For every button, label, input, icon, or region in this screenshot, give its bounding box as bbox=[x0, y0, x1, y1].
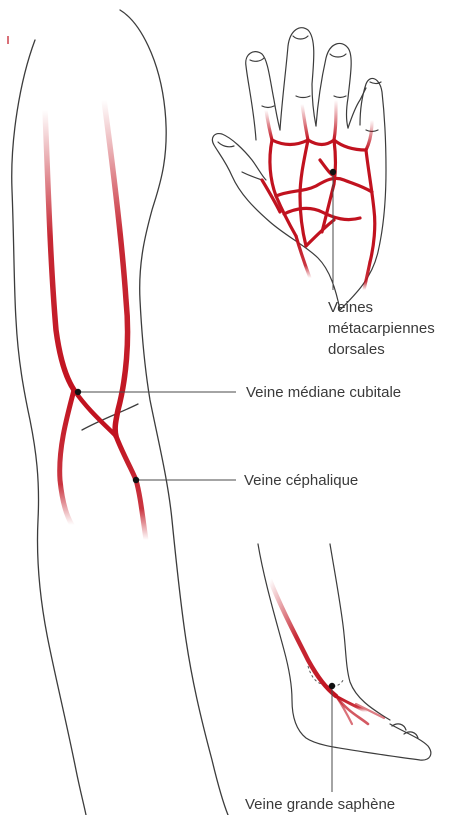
foot-veins bbox=[270, 580, 384, 724]
label-dorsal-metacarpal-line1: Veines bbox=[328, 299, 373, 316]
little-finger-vein bbox=[366, 120, 372, 150]
dot-dorsal-metacarpal bbox=[330, 169, 336, 175]
label-median-cubital: Veine médiane cubitale bbox=[246, 384, 401, 401]
median-cubital-vein bbox=[74, 390, 116, 436]
label-dorsal-metacarpal-line3: dorsales bbox=[328, 341, 385, 358]
dorsal-venous-network-mid bbox=[276, 178, 372, 196]
ring-nail bbox=[330, 54, 346, 57]
cephalic-vein-forearm bbox=[116, 436, 146, 540]
basilic-vein bbox=[45, 110, 74, 390]
dorsal-vein-2 bbox=[300, 140, 308, 246]
cephalic-vein-upper-arm bbox=[104, 100, 128, 436]
hand-outline bbox=[212, 28, 386, 310]
label-great-saphenous: Veine grande saphène bbox=[245, 796, 395, 813]
arm-veins bbox=[45, 100, 146, 540]
foot-upper-contour bbox=[330, 544, 390, 720]
dot-cephalic bbox=[133, 477, 139, 483]
index-finger-vein bbox=[266, 110, 272, 140]
dot-great-saphenous bbox=[329, 683, 335, 689]
great-saphenous-vein bbox=[270, 580, 336, 696]
middle-finger-vein bbox=[302, 104, 308, 140]
index-finger bbox=[246, 52, 280, 140]
index-nail bbox=[250, 58, 264, 61]
dorsal-vein-radial bbox=[270, 140, 296, 236]
little-finger-base bbox=[348, 88, 366, 128]
thumb-crease bbox=[242, 172, 262, 180]
arm-outer-contour bbox=[120, 10, 228, 815]
ring-finger-vein bbox=[334, 100, 336, 140]
little-nail bbox=[370, 82, 381, 84]
hand-veins bbox=[262, 100, 375, 290]
dot-median-cubital bbox=[75, 389, 81, 395]
basilic-vein-forearm bbox=[60, 390, 74, 525]
label-dorsal-metacarpal-line2: métacarpiennes bbox=[328, 320, 435, 337]
dorsal-venous-arch-top bbox=[272, 140, 366, 150]
dorsal-connector bbox=[306, 220, 334, 246]
dorsal-vein-ulnar bbox=[366, 150, 375, 262]
thumb-nail bbox=[218, 142, 234, 147]
middle-nail bbox=[293, 36, 308, 39]
foot-outline bbox=[258, 544, 431, 760]
label-cephalic: Veine céphalique bbox=[244, 472, 358, 489]
middle-finger bbox=[280, 28, 316, 130]
toe-lines bbox=[392, 724, 418, 738]
dorsal-venous-network-low bbox=[284, 208, 360, 219]
